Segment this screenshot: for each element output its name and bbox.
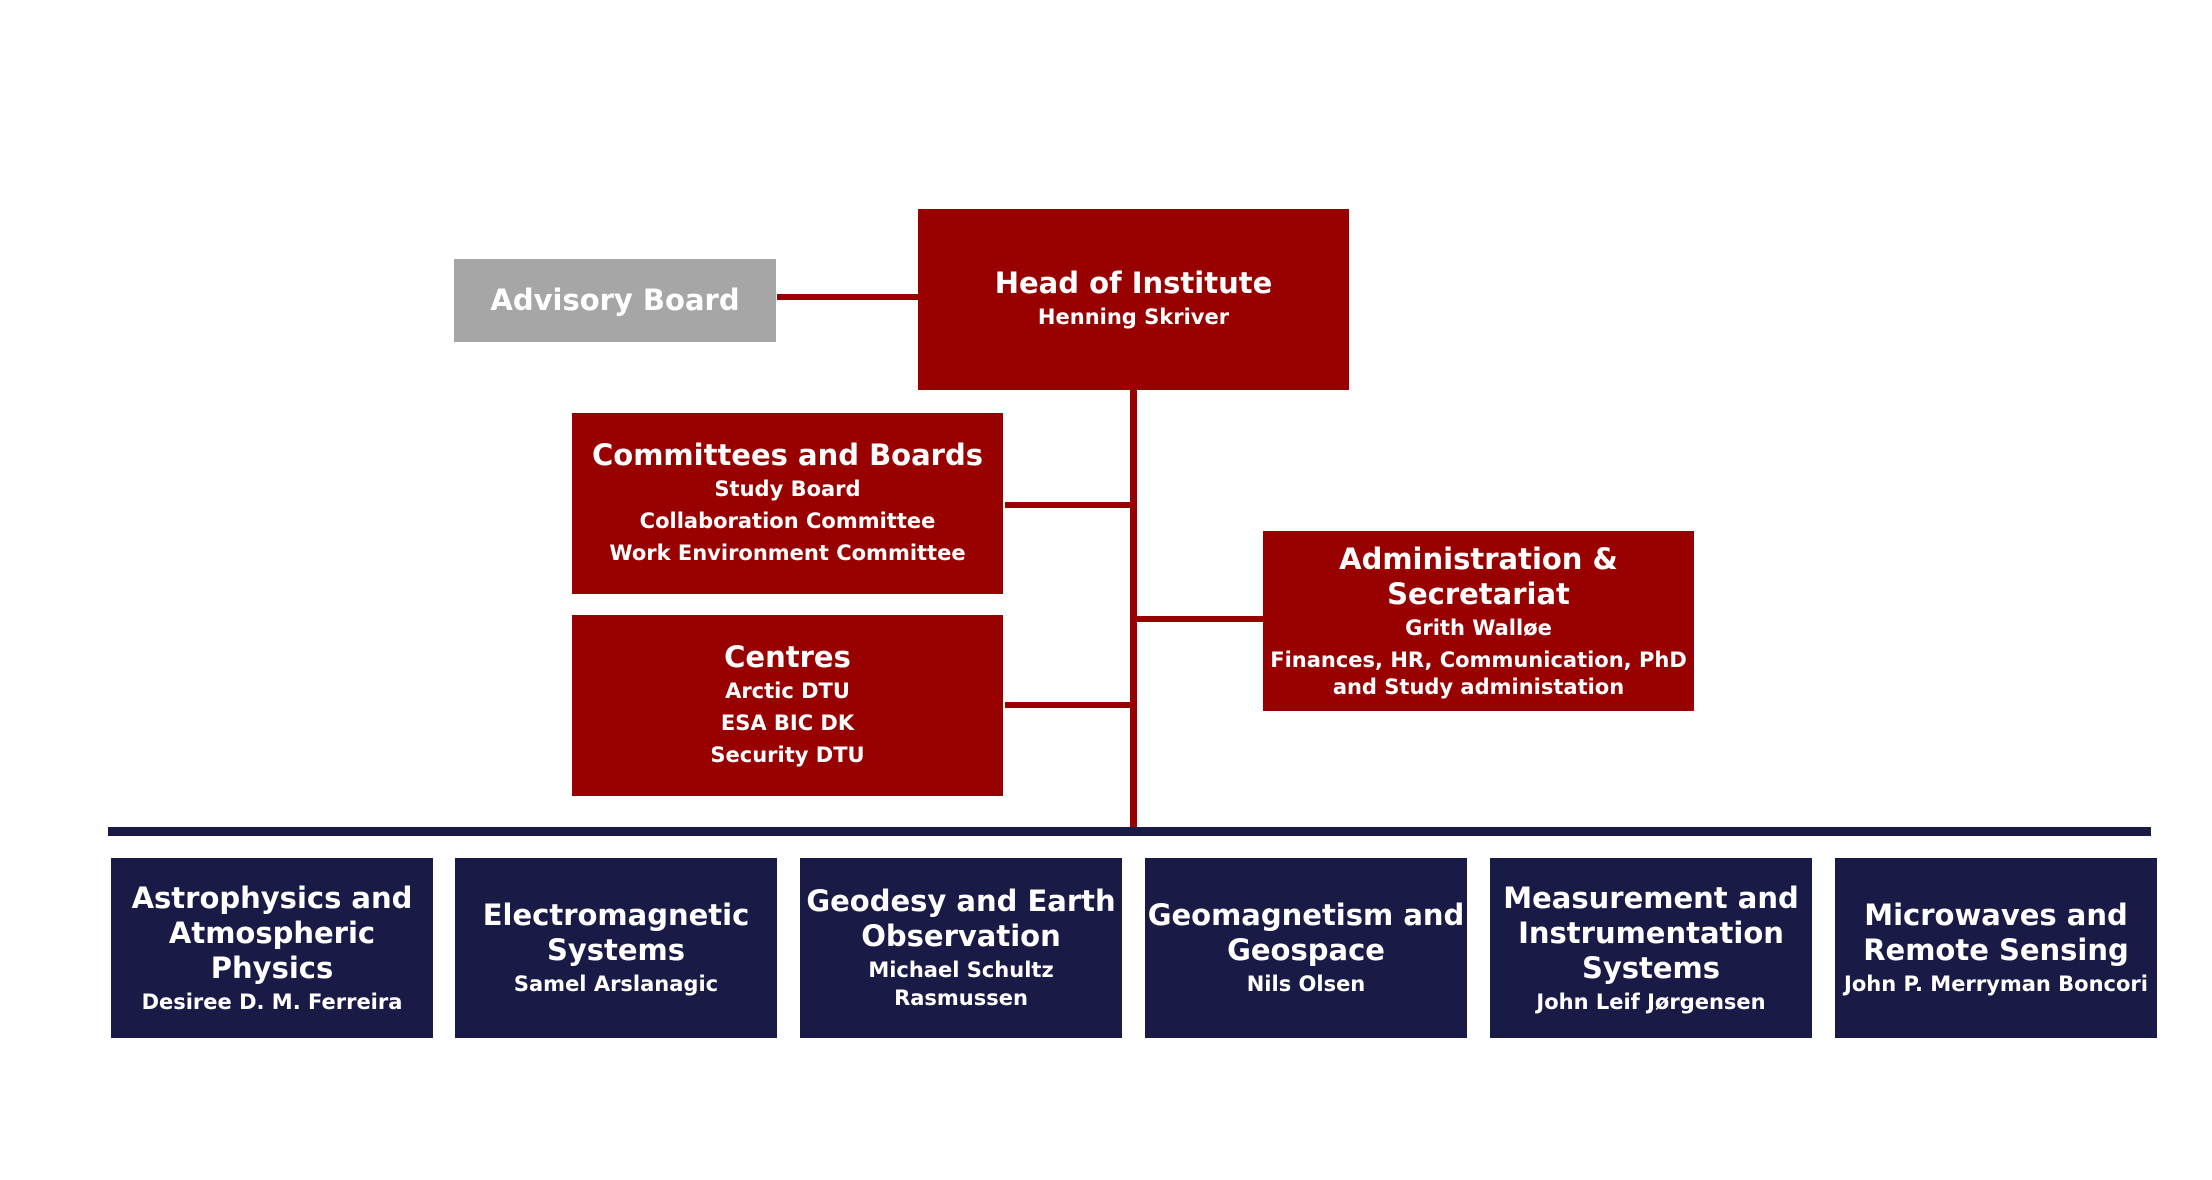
connector-main-vertical [1130, 390, 1137, 832]
department-title: Geomagnetism and [1147, 898, 1465, 932]
committees-title: Committees and Boards [592, 438, 983, 472]
advisory-board-title: Advisory Board [490, 283, 740, 317]
admin-description: Finances, HR, Communication, PhD [1270, 647, 1687, 672]
department-box-astrophysics: Astrophysics and Atmospheric Physics Des… [111, 858, 433, 1038]
department-title: Remote Sensing [1863, 933, 2129, 967]
department-box-microwaves: Microwaves and Remote Sensing John P. Me… [1835, 858, 2157, 1038]
department-head: Samel Arslanagic [513, 972, 719, 996]
department-bus-line [108, 827, 2151, 836]
department-box-electromagnetic: Electromagnetic Systems Samel Arslanagic [455, 858, 777, 1038]
department-box-measurement: Measurement and Instrumentation Systems … [1490, 858, 1812, 1038]
advisory-board-box: Advisory Board [454, 259, 776, 342]
department-title: Electromagnetic [482, 898, 750, 932]
department-head: John Leif Jørgensen [1536, 989, 1766, 1014]
department-box-geomagnetism: Geomagnetism and Geospace Nils Olsen [1145, 858, 1467, 1038]
admin-description: and Study administation [1332, 674, 1625, 699]
department-head: Desiree D. M. Ferreira [141, 989, 403, 1014]
head-of-institute-name: Henning Skriver [1037, 305, 1230, 329]
committees-item: Study Board [714, 477, 861, 501]
department-head: Michael Schultz Rasmussen [868, 958, 1054, 1010]
admin-name: Grith Walløe [1405, 615, 1552, 640]
department-title: Geodesy and Earth [806, 884, 1116, 918]
admin-title: Administration & Secretariat [1339, 541, 1618, 611]
department-title: Microwaves and [1864, 898, 2128, 932]
centres-box: Centres Arctic DTU ESA BIC DK Security D… [572, 615, 1003, 796]
department-title: Instrumentation [1518, 915, 1784, 950]
department-title: Systems [1581, 950, 1721, 985]
head-of-institute-box: Head of Institute Henning Skriver [918, 209, 1349, 390]
department-title: Measurement and [1503, 880, 1799, 915]
centres-item: Security DTU [710, 743, 865, 767]
connector-committees [1005, 502, 1132, 508]
department-title: Astrophysics and [131, 880, 413, 915]
connector-admin [1135, 616, 1265, 622]
department-title: Atmospheric Physics [168, 915, 376, 985]
connector-centres [1005, 702, 1132, 708]
department-title: Observation [861, 919, 1061, 953]
connector-advisory-head [777, 294, 920, 300]
centres-item: Arctic DTU [725, 679, 850, 703]
centres-title: Centres [724, 640, 851, 674]
department-title: Systems [546, 933, 686, 967]
head-of-institute-title: Head of Institute [994, 266, 1273, 300]
committees-box: Committees and Boards Study Board Collab… [572, 413, 1003, 594]
department-head: John P. Merryman Boncori [1844, 972, 2148, 996]
department-head: Nils Olsen [1246, 972, 1366, 996]
department-box-geodesy: Geodesy and Earth Observation Michael Sc… [800, 858, 1122, 1038]
centres-item: ESA BIC DK [720, 711, 855, 735]
admin-box: Administration & Secretariat Grith Wallø… [1263, 531, 1694, 711]
committees-item: Work Environment Committee [609, 541, 966, 565]
committees-item: Collaboration Committee [639, 509, 936, 533]
department-title: Geospace [1227, 933, 1385, 967]
